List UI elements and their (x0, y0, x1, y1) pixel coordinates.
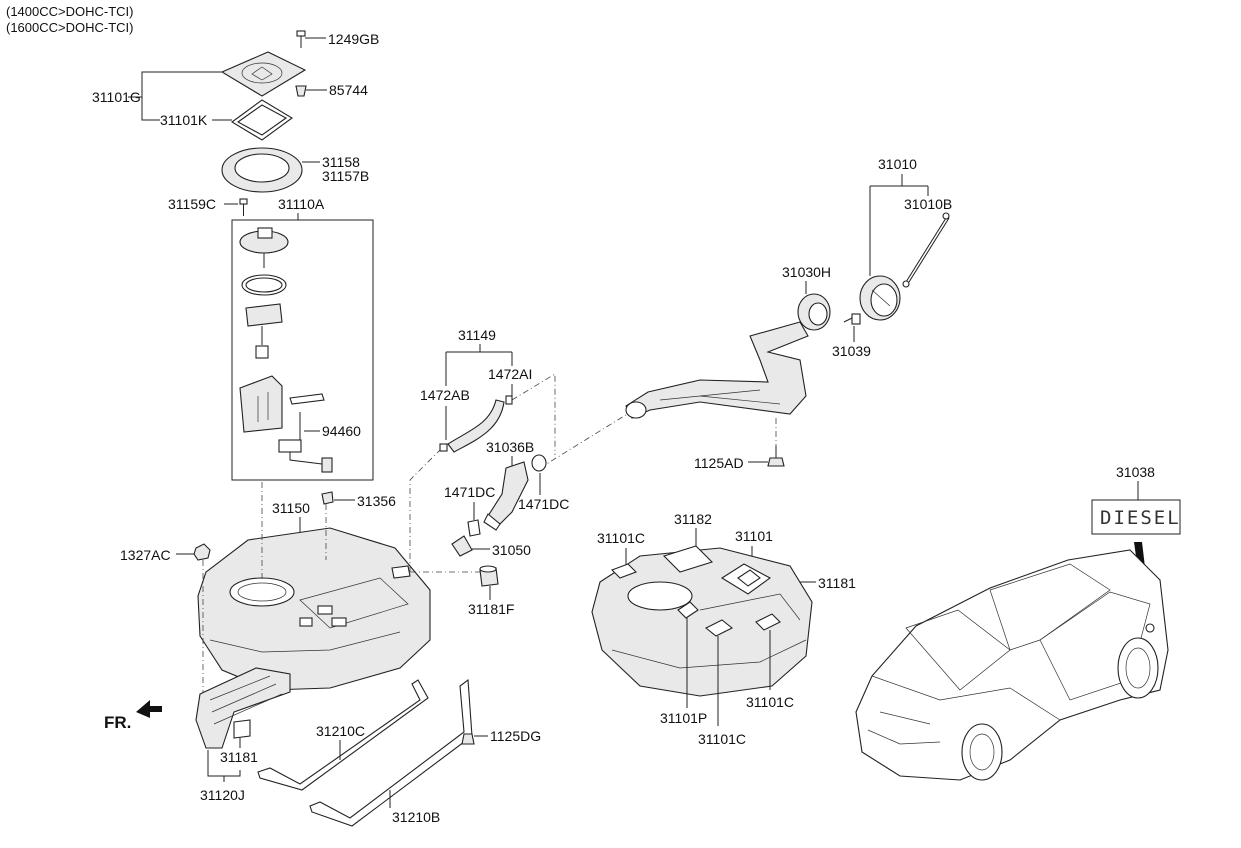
label-1471DC-right: 1471DC (518, 496, 569, 512)
ring-31158[interactable] (221, 147, 303, 193)
heat-shield-31120J[interactable] (195, 667, 291, 749)
label-31030H: 31030H (782, 264, 831, 280)
bolt-1249GB[interactable] (296, 30, 306, 48)
screw-31039[interactable] (843, 313, 861, 325)
pump-reservoir[interactable] (239, 375, 283, 433)
label-1125DG: 1125DG (490, 728, 541, 744)
cap-31181F[interactable] (479, 565, 499, 587)
label-94460: 94460 (322, 423, 361, 439)
label-1472AI: 1472AI (488, 366, 532, 382)
hose-clamp-31036B[interactable] (531, 454, 547, 472)
grommet-31050[interactable] (451, 535, 473, 557)
label-31050: 31050 (492, 542, 531, 558)
label-31181-right: 31181 (818, 575, 856, 591)
filler-neck-31030H[interactable] (625, 293, 831, 419)
label-31101: 31101 (735, 528, 773, 544)
label-1249GB: 1249GB (328, 31, 379, 47)
pad-31101[interactable] (720, 563, 772, 595)
label-31110A: 31110A (278, 196, 325, 212)
label-31036B: 31036B (486, 439, 534, 455)
bolt-1125DG[interactable] (461, 733, 475, 745)
label-31210B: 31210B (392, 809, 440, 825)
label-31120J: 31120J (200, 787, 245, 803)
label-31101G: 31101G (92, 89, 141, 105)
label-31182: 31182 (674, 511, 712, 527)
clip-31356[interactable] (321, 491, 334, 505)
pump-o-ring[interactable] (241, 274, 287, 296)
pad-31101C-right[interactable] (755, 613, 781, 631)
vent-hose-31149[interactable] (439, 395, 513, 453)
label-31181F: 31181F (468, 601, 514, 617)
bolt-1125AD[interactable] (767, 446, 785, 467)
clip-85744[interactable] (295, 85, 307, 97)
tank-strap-31210B[interactable] (309, 678, 473, 827)
label-31101C-a: 31101C (597, 530, 645, 546)
front-indicator: FR. (104, 713, 131, 732)
label-31150: 31150 (272, 500, 310, 516)
label-31101C-b: 31101C (698, 731, 746, 747)
pad-31101C-mid[interactable] (704, 619, 734, 637)
label-31159C: 31159C (168, 196, 216, 212)
fuel-tank-31150[interactable] (197, 527, 431, 691)
label-31210C: 31210C (316, 723, 365, 739)
label-31158: 31158 (322, 154, 360, 170)
label-1471DC-left: 1471DC (444, 484, 495, 500)
pump-flange[interactable] (239, 227, 289, 268)
filler-hose-31036B[interactable] (483, 461, 529, 531)
label-31010: 31010 (878, 156, 917, 172)
pump-filter-cap[interactable] (245, 303, 283, 359)
label-31039: 31039 (832, 343, 871, 359)
label-31149: 31149 (458, 327, 496, 343)
front-arrow-icon (136, 700, 162, 718)
pad-31182[interactable] (662, 545, 714, 573)
engine-spec-line-1: (1400CC>DOHC-TCI) (6, 4, 134, 19)
nut-1327AC[interactable] (193, 543, 211, 561)
label-1327AC: 1327AC (120, 547, 171, 563)
diesel-badge-31038[interactable]: DIESEL (1091, 499, 1181, 535)
label-31356: 31356 (357, 493, 396, 509)
gasket-31101K[interactable] (231, 99, 293, 141)
label-31101C-c: 31101C (746, 694, 794, 710)
label-31181-left: 31181 (220, 749, 258, 765)
fuel-cap-31010[interactable] (859, 275, 901, 321)
level-sender-94460[interactable] (278, 393, 333, 473)
diesel-badge-text: DIESEL (1100, 507, 1181, 529)
engine-spec-line-2: (1600CC>DOHC-TCI) (6, 20, 134, 35)
label-85744: 85744 (329, 82, 368, 98)
label-31101K: 31101K (160, 112, 208, 128)
label-31101P: 31101P (660, 710, 707, 726)
cap-tether-31010B[interactable] (902, 212, 950, 288)
label-31157B: 31157B (322, 168, 369, 184)
tank-strap-31210C[interactable] (257, 679, 429, 791)
pad-31101P[interactable] (677, 601, 699, 619)
label-1472AB: 1472AB (420, 387, 470, 403)
pump-module-box (231, 219, 374, 481)
label-1125AD: 1125AD (694, 455, 744, 471)
car-illustration (855, 549, 1169, 781)
clamp-1471DC-left[interactable] (467, 519, 481, 537)
label-31038: 31038 (1116, 464, 1155, 480)
label-31010B: 31010B (904, 196, 952, 212)
cover-plate-31101G[interactable] (220, 51, 307, 97)
pad-31101C-top[interactable] (611, 563, 637, 579)
screw-31159C[interactable] (239, 198, 248, 216)
